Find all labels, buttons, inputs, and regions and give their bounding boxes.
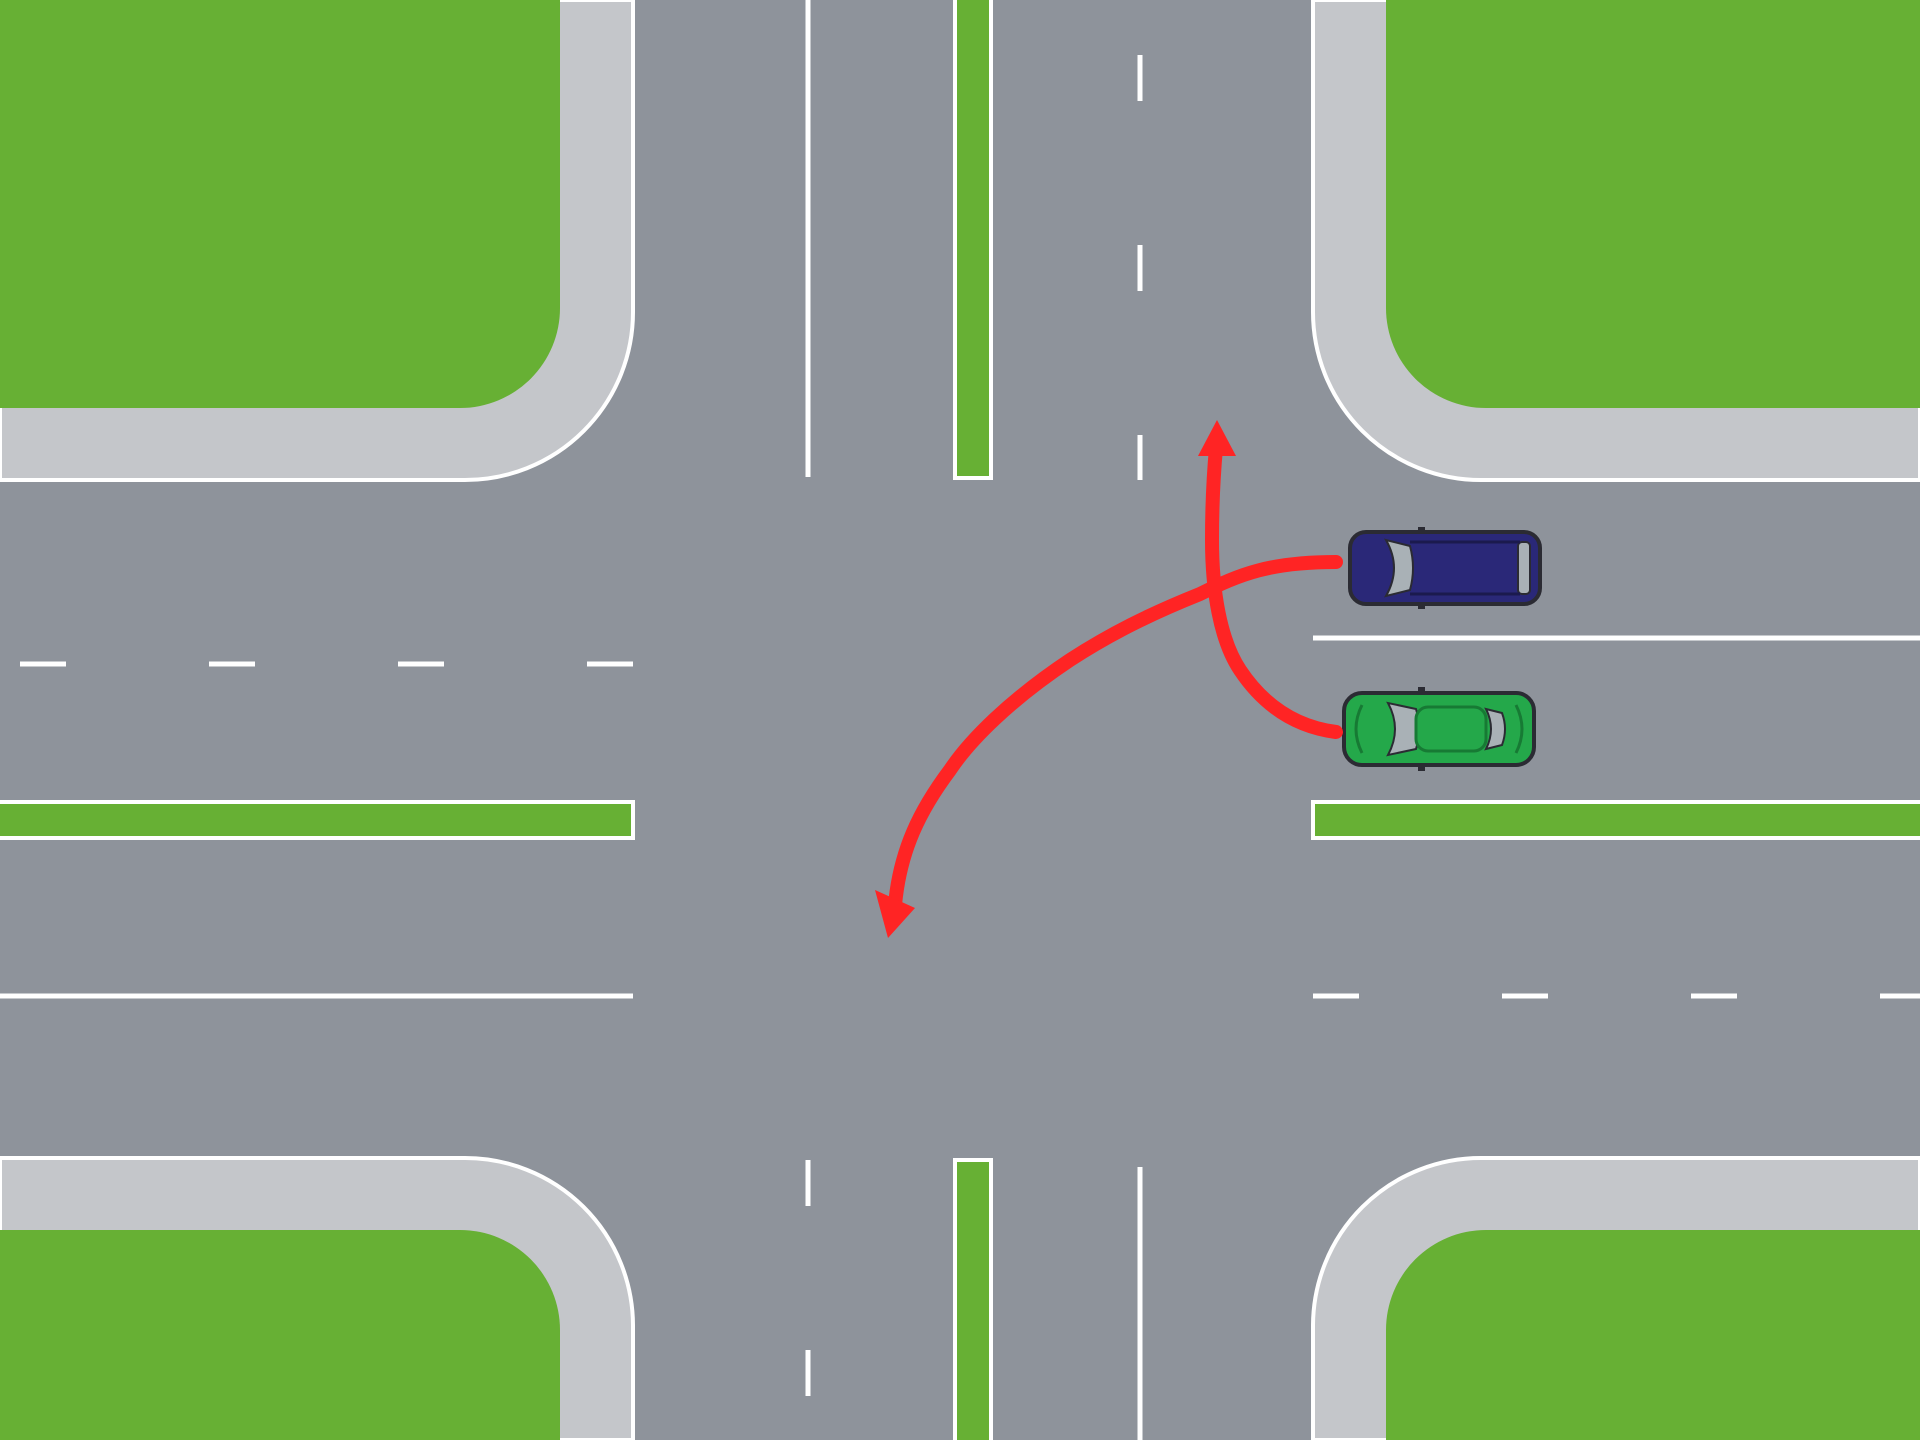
corner-top-right	[1313, 0, 1920, 480]
median-north	[955, 0, 991, 478]
blue-car	[1350, 527, 1540, 609]
grass-top-right	[1386, 0, 1920, 408]
median-south	[955, 1160, 991, 1440]
blue-car-rear-window	[1518, 542, 1530, 594]
green-car-mirror-top	[1418, 687, 1425, 694]
median-west	[0, 802, 633, 838]
corner-top-left	[0, 0, 633, 480]
green-car	[1344, 687, 1534, 771]
corner-bottom-left	[0, 1158, 633, 1440]
grass-top-left	[0, 0, 560, 408]
green-car-mirror-bottom	[1418, 764, 1425, 771]
blue-car-mirror-bottom	[1418, 603, 1425, 609]
corner-bottom-right	[1313, 1158, 1920, 1440]
grass-bottom-right	[1386, 1230, 1920, 1440]
grass-bottom-left	[0, 1230, 560, 1440]
median-east	[1313, 802, 1920, 838]
green-car-roof	[1416, 707, 1486, 751]
blue-car-mirror-top	[1418, 527, 1425, 533]
